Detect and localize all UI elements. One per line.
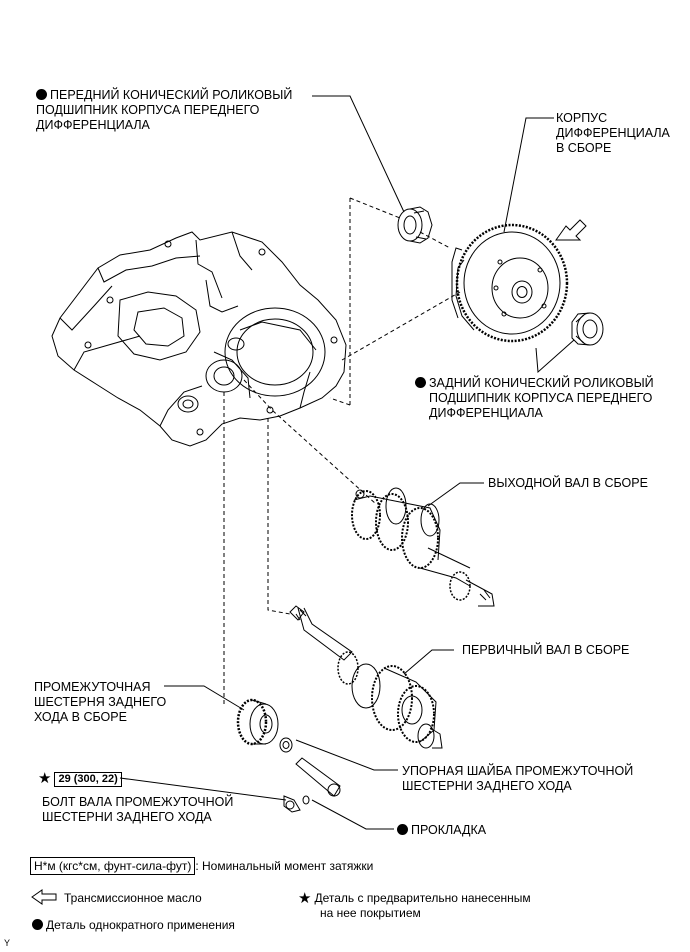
star-icon: ★ — [298, 890, 312, 907]
oil-arrow-icon — [555, 219, 587, 241]
corner-mark: Y — [4, 938, 11, 948]
legend-torque: Н*м (кгс*см, фунт-сила-фут): Номинальный… — [30, 857, 373, 875]
rear-bearing-drawing — [571, 312, 604, 346]
label-output-shaft: ВЫХОДНОЙ ВАЛ В СБОРЕ — [488, 476, 648, 490]
non-reusable-dot-icon — [32, 919, 43, 930]
label-front-bearing: ПЕРЕДНИЙ КОНИЧЕСКИЙ РОЛИКОВЫЙ ПОДШИПНИК … — [36, 88, 293, 132]
non-reusable-dot-icon — [415, 377, 426, 388]
legend-oil-arrow-icon — [31, 889, 57, 905]
label-rear-bearing: ЗАДНИЙ КОНИЧЕСКИЙ РОЛИКОВЫЙ ПОДШИПНИК КО… — [415, 376, 654, 421]
star-icon: ★ — [38, 770, 52, 787]
output-shaft-drawing — [351, 487, 495, 607]
label-input-shaft: ПЕРВИЧНЫЙ ВАЛ В СБОРЕ — [462, 643, 630, 657]
label-differential-case: КОРПУС ДИФФЕРЕНЦИАЛА В СБОРЕ — [556, 111, 670, 155]
differential-case-drawing — [451, 223, 569, 343]
label-gasket: ПРОКЛАДКА — [397, 823, 486, 838]
legend-torque-unit: Н*м (кгс*см, фунт-сила-фут) — [30, 857, 196, 875]
assembly-guide-lines — [223, 197, 461, 706]
non-reusable-dot-icon — [36, 89, 47, 100]
small-parts-drawing — [279, 737, 341, 813]
legend-precoated: ★Деталь с предварительно нанесенным на н… — [298, 890, 531, 920]
idler-gear-drawing — [236, 698, 279, 746]
input-shaft-drawing — [289, 605, 443, 749]
torque-value-box: 29 (300, 22) — [54, 772, 122, 787]
torque-spec: ★29 (300, 22) — [38, 771, 122, 787]
legend-oil: Трансмиссионное масло — [64, 891, 202, 905]
non-reusable-dot-icon — [397, 824, 408, 835]
label-thrust-washer: УПОРНАЯ ШАЙБА ПРОМЕЖУТОЧНОЙ ШЕСТЕРНИ ЗАД… — [402, 764, 634, 793]
transaxle-case-drawing — [51, 231, 347, 447]
label-idler-bolt: БОЛТ ВАЛА ПРОМЕЖУТОЧНОЙ ШЕСТЕРНИ ЗАДНЕГО… — [42, 795, 234, 824]
label-idler-gear: ПРОМЕЖУТОЧНАЯ ШЕСТЕРНЯ ЗАДНЕГО ХОДА В СБ… — [34, 680, 167, 724]
leader-lines — [119, 95, 575, 830]
front-bearing-drawing — [397, 206, 433, 244]
legend-non-reusable: Деталь однократного применения — [32, 918, 235, 933]
